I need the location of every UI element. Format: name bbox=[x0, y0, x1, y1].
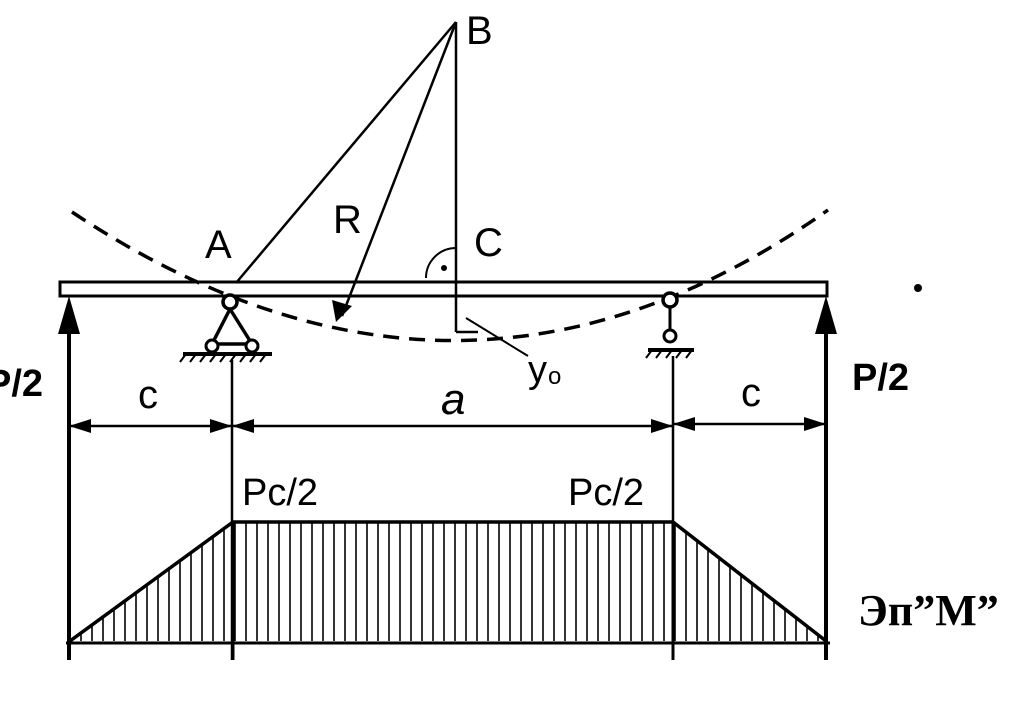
right-angle-dot bbox=[441, 265, 447, 271]
moment-outline bbox=[68, 520, 828, 643]
label-moment-left: Pc/2 bbox=[242, 472, 318, 514]
left-support bbox=[179, 293, 272, 363]
label-span-middle: a bbox=[441, 375, 465, 424]
dimension-c-left bbox=[69, 419, 232, 433]
deflection-curve bbox=[71, 208, 830, 343]
label-force-left: P/2 bbox=[0, 363, 43, 405]
label-diagram-title: Эп”M” bbox=[858, 586, 999, 635]
label-point-c: C bbox=[474, 221, 503, 265]
stray-dot bbox=[914, 284, 922, 292]
label-deflection-sub: o bbox=[548, 363, 561, 390]
radius-line bbox=[340, 21, 458, 317]
right-support bbox=[645, 291, 694, 359]
yo-leader bbox=[465, 317, 529, 357]
label-point-b: B bbox=[466, 9, 493, 53]
right-angle-marker bbox=[425, 247, 457, 279]
label-point-a: A bbox=[205, 223, 232, 267]
label-force-right: P/2 bbox=[852, 357, 909, 399]
beam bbox=[58, 280, 829, 298]
moment-hatching bbox=[80, 522, 819, 641]
label-radius: R bbox=[333, 198, 362, 242]
dimension-c-right bbox=[673, 417, 826, 431]
left-force-arrow bbox=[58, 296, 80, 660]
dimension-a bbox=[232, 419, 673, 433]
right-force-arrow bbox=[815, 296, 837, 660]
label-moment-right: Pc/2 bbox=[568, 472, 644, 514]
label-deflection: y bbox=[528, 349, 547, 391]
line-a-b bbox=[235, 21, 457, 284]
radius-arrowhead bbox=[332, 300, 352, 322]
moment-diagram bbox=[66, 520, 830, 660]
label-span-left: c bbox=[138, 373, 158, 417]
label-span-right: c bbox=[741, 371, 761, 415]
